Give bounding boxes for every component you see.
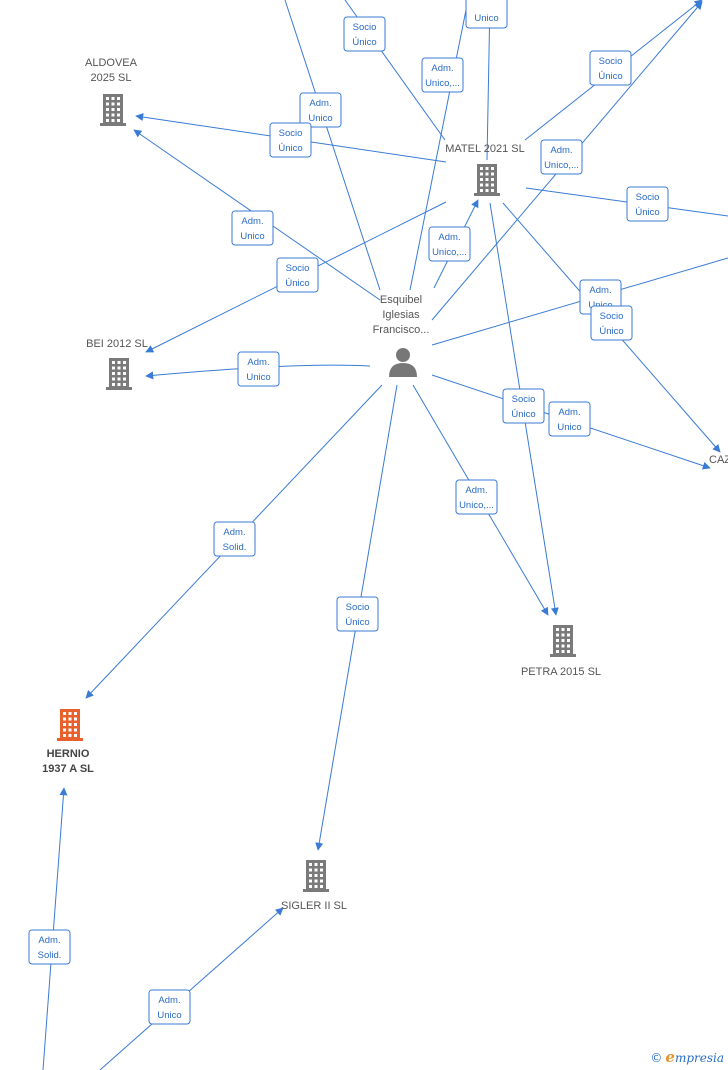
company-label: ALDOVEA [85, 57, 138, 69]
relation-text: Único [511, 409, 535, 420]
building-icon [303, 860, 329, 892]
relation-text: Unico [474, 13, 498, 24]
relation-text: Socio [286, 263, 310, 274]
relation-text: Unico,... [544, 160, 579, 171]
relation-text: Socio [353, 22, 377, 33]
relation-text: Único [285, 278, 309, 289]
edge [99, 907, 284, 1070]
relation-text: Socio [512, 394, 536, 405]
relation-text: Adm. [431, 63, 453, 74]
building-icon [106, 358, 132, 390]
relation-text: Adm. [550, 145, 572, 156]
relation-text: Unico,... [425, 78, 460, 89]
building-icon [474, 164, 500, 196]
relation-text: Unico,... [459, 500, 494, 511]
relation-text: Adm. [223, 527, 245, 538]
company-node-petra[interactable]: PETRA 2015 SL [521, 625, 601, 678]
relation-label-r5[interactable]: Adm. Unico [299, 92, 342, 128]
company-node-bei[interactable]: BEI 2012 SL [86, 338, 148, 390]
person-icon [389, 348, 417, 377]
building-icon [57, 709, 83, 741]
company-label: 1937 A SL [42, 763, 94, 775]
person-node[interactable]: Esquibel Iglesias Francisco... [373, 294, 430, 377]
relation-text: Adm. [438, 232, 460, 243]
relation-boxes: UnicoSocioÚnicoAdm.Unico,...SocioÚnicoAd… [28, 0, 669, 1025]
company-label: CAZ [709, 454, 728, 466]
company-node-hernio[interactable]: HERNIO 1937 A SL [42, 709, 94, 775]
relation-text: Socio [636, 192, 660, 203]
edge [409, 0, 469, 291]
relation-text: Unico,... [432, 247, 467, 258]
relation-label-r20[interactable]: Adm. Solid. [28, 929, 71, 965]
relation-text: Socio [600, 311, 624, 322]
company-node-aldovea[interactable]: ALDOVEA 2025 SL [85, 57, 138, 126]
relation-text: Adm. [309, 98, 331, 109]
relation-text: Único [635, 207, 659, 218]
relation-label-r7[interactable]: Adm. Unico,... [540, 139, 583, 175]
edge [42, 787, 68, 1070]
relation-label-r3[interactable]: Adm. Unico,... [421, 57, 464, 93]
relation-text: Adm. [38, 935, 60, 946]
company-label: MATEL 2021 SL [445, 143, 525, 155]
person-name-line: Esquibel [380, 294, 422, 306]
relation-label-r21[interactable]: Adm. Unico [148, 989, 191, 1025]
company-node-matel[interactable]: MATEL 2021 SL [445, 143, 525, 196]
edges [42, 0, 728, 1070]
company-label: 2025 SL [91, 72, 132, 84]
relation-text: Unico [157, 1010, 181, 1021]
relation-text: Adm. [158, 995, 180, 1006]
relation-text: Unico [557, 422, 581, 433]
relation-text: Solid. [223, 542, 247, 553]
person-name-line: Iglesias [382, 309, 420, 321]
relation-text: Socio [279, 128, 303, 139]
company-label: PETRA 2015 SL [521, 666, 601, 678]
company-label: BEI 2012 SL [86, 338, 148, 350]
relation-text: Adm. [558, 407, 580, 418]
relation-text: Unico [240, 231, 264, 242]
relation-text: Único [278, 143, 302, 154]
relation-text: Adm. [465, 485, 487, 496]
company-node-caz[interactable]: CAZ [709, 454, 728, 466]
relation-text: Socio [346, 602, 370, 613]
relation-text: Único [598, 71, 622, 82]
person-name-line: Francisco... [373, 324, 430, 336]
relation-text: Único [599, 326, 623, 337]
relation-text: Adm. [589, 285, 611, 296]
building-icon [550, 625, 576, 657]
relation-label-r9[interactable]: Adm. Unico [231, 210, 274, 246]
relation-label-r14[interactable]: Adm. Unico [237, 351, 280, 387]
company-nodes: ALDOVEA 2025 SL MATEL 2021 SL BEI 2012 SL PE… [42, 57, 728, 912]
relation-text: Único [345, 617, 369, 628]
relation-label-r10[interactable]: Adm. Unico,... [428, 226, 471, 262]
relation-label-r18[interactable]: Adm. Solid. [213, 521, 256, 557]
copyright-icon: © [650, 1051, 663, 1065]
company-label: HERNIO [47, 748, 90, 760]
building-icon [100, 94, 126, 126]
relation-text: Solid. [38, 950, 62, 961]
relation-label-r16[interactable]: Adm. Unico [548, 401, 591, 437]
relation-text: Unico [308, 113, 332, 124]
company-node-sigler[interactable]: SIGLER II SL [281, 860, 347, 912]
relation-text: Socio [599, 56, 623, 67]
brand-initial: e [665, 1048, 675, 1066]
relation-text: Adm. [241, 216, 263, 227]
relation-label-r1[interactable]: Unico [465, 0, 508, 29]
brand-footer: ©empresia [650, 1048, 724, 1066]
relation-label-r17[interactable]: Adm. Unico,... [455, 479, 498, 515]
relation-text: Único [352, 37, 376, 48]
company-label: SIGLER II SL [281, 900, 347, 912]
relation-text: Unico [246, 372, 270, 383]
relation-text: Adm. [247, 357, 269, 368]
brand-name: mpresia [674, 1051, 724, 1065]
